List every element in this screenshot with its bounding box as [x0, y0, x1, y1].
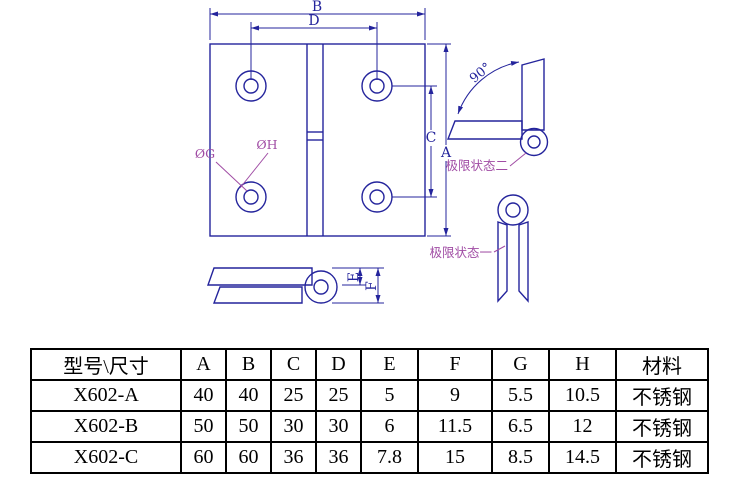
angle-arc	[457, 60, 520, 115]
table-row: X602-C 60 60 36 36 7.8 15 8.5 14.5 不锈钢	[30, 441, 709, 474]
col-header-f: F	[417, 348, 493, 381]
limit-state-two-view: 90° 极限状态二	[445, 58, 549, 173]
limit-state-one-label: 极限状态一	[429, 245, 492, 260]
table-cell: 25	[315, 379, 362, 412]
right-leaf	[518, 221, 529, 303]
col-header-a: A	[180, 348, 227, 381]
col-header-material: 材料	[615, 348, 709, 381]
table-cell: 50	[180, 410, 227, 443]
dimension-f: F	[332, 268, 384, 304]
side-view	[207, 267, 338, 304]
dia-g-label: ØG	[195, 146, 215, 161]
table-cell: 8.5	[491, 441, 550, 474]
hinge-technical-drawing: B D A C ØG ØH E	[195, 0, 549, 304]
knuckle-profile-outer	[304, 270, 338, 304]
col-header-d: D	[315, 348, 362, 381]
drawing-canvas: B D A C ØG ØH E	[195, 0, 549, 304]
col-header-model: 型号\尺寸	[30, 348, 182, 381]
dimension-d: D	[250, 13, 378, 80]
table-cell-material: 不锈钢	[615, 441, 709, 474]
leader-line-h	[239, 152, 269, 189]
limit-state-one-view: 极限状态一	[429, 194, 529, 303]
dia-h-label: ØH	[256, 137, 277, 152]
table-cell: 36	[315, 441, 362, 474]
horizontal-leaf	[446, 120, 523, 140]
hinge-plate-outline	[209, 43, 426, 237]
table-cell-model: X602-A	[30, 379, 182, 412]
table-cell-model: X602-C	[30, 441, 182, 474]
table-cell: 14.5	[548, 441, 617, 474]
knuckle-pin-hole	[505, 202, 521, 218]
table-cell-material: 不锈钢	[615, 379, 709, 412]
spec-table: 型号\尺寸 A B C D E F G H 材料 X602-A 40 40 25…	[30, 348, 709, 474]
col-header-e: E	[360, 348, 419, 381]
table-cell: 10.5	[548, 379, 617, 412]
leader-line-g	[215, 161, 248, 192]
table-cell: 36	[270, 441, 317, 474]
table-cell: 40	[180, 379, 227, 412]
table-cell: 12	[548, 410, 617, 443]
table-cell: 7.8	[360, 441, 419, 474]
dimension-b: B	[209, 0, 426, 40]
dimension-c: C	[392, 85, 437, 198]
dimension-a: A	[427, 43, 452, 237]
table-cell: 6.5	[491, 410, 550, 443]
front-view	[209, 43, 426, 237]
table-cell-model: X602-B	[30, 410, 182, 443]
dim-label-a: A	[440, 145, 452, 161]
leader-line	[509, 152, 527, 167]
dim-label-f: F	[364, 281, 380, 291]
knuckle-outer	[519, 127, 549, 157]
knuckle-profile-pin	[313, 279, 329, 295]
table-cell: 40	[225, 379, 272, 412]
angle-label: 90°	[467, 60, 494, 86]
table-cell: 5	[360, 379, 419, 412]
table-row: X602-B 50 50 30 30 6 11.5 6.5 12 不锈钢	[30, 410, 709, 443]
dim-label-c: C	[426, 130, 437, 146]
table-cell: 60	[180, 441, 227, 474]
limit-state-two-label: 极限状态二	[445, 158, 508, 173]
hole-top-right-inner	[369, 78, 385, 94]
hole-bottom-right-outer	[361, 181, 393, 213]
knuckle-outer	[497, 194, 529, 226]
dim-label-d: D	[308, 13, 319, 29]
hole-top-left-inner	[243, 78, 259, 94]
col-header-c: C	[270, 348, 317, 381]
table-cell: 9	[417, 379, 493, 412]
table-header-row: 型号\尺寸 A B C D E F G H 材料	[30, 348, 709, 381]
col-header-h: H	[548, 348, 617, 381]
hole-diameter-callouts: ØG ØH	[195, 137, 278, 192]
table-cell: 60	[225, 441, 272, 474]
dimension-e: E	[332, 267, 384, 286]
table-cell-material: 不锈钢	[615, 410, 709, 443]
table-cell: 50	[225, 410, 272, 443]
col-header-b: B	[225, 348, 272, 381]
dim-label-e: E	[346, 272, 362, 282]
dim-label-b: B	[312, 0, 322, 15]
table-cell: 11.5	[417, 410, 493, 443]
left-leaf	[497, 221, 508, 303]
table-cell: 30	[270, 410, 317, 443]
top-leaf-profile	[207, 267, 313, 286]
hole-bottom-left-inner	[243, 189, 259, 205]
table-row: X602-A 40 40 25 25 5 9 5.5 10.5 不锈钢	[30, 379, 709, 412]
table-cell: 30	[315, 410, 362, 443]
hole-bottom-right-inner	[369, 189, 385, 205]
col-header-g: G	[491, 348, 550, 381]
table-cell: 6	[360, 410, 419, 443]
knuckle-pin-hole	[527, 135, 541, 149]
bottom-leaf-profile	[212, 286, 303, 304]
table-cell: 5.5	[491, 379, 550, 412]
leader-line	[493, 245, 506, 253]
table-cell: 15	[417, 441, 493, 474]
hole-bottom-left-outer	[235, 181, 267, 213]
table-cell: 25	[270, 379, 317, 412]
vertical-leaf	[521, 58, 545, 131]
